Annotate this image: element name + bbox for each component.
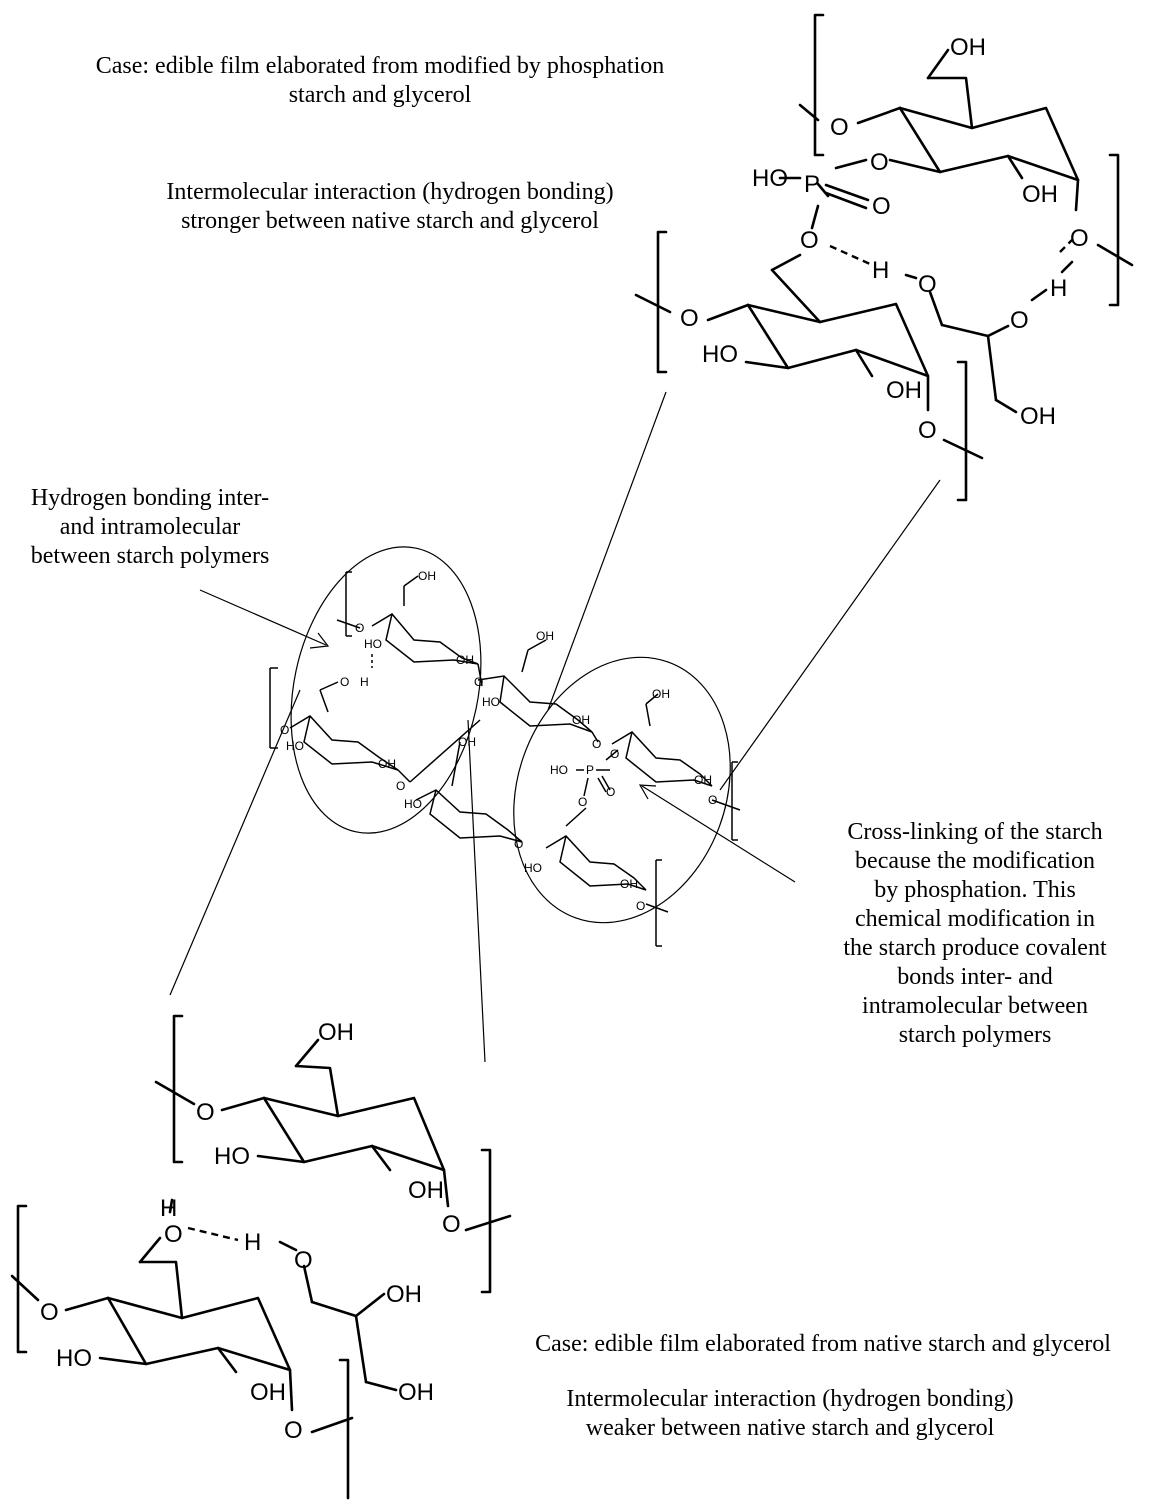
- atom-label: O: [284, 1417, 303, 1444]
- atom-label: O: [800, 227, 819, 254]
- atom-label: OH: [652, 687, 670, 701]
- caption-line: stronger between native starch and glyce…: [181, 208, 599, 234]
- caption-line: Cross-linking of the starch: [847, 819, 1103, 845]
- atom-label: O: [355, 621, 364, 635]
- arrow-hydrogen-bonding: [199, 589, 330, 649]
- atom-label: H: [360, 675, 369, 689]
- atom-label: O: [474, 675, 483, 689]
- atom-label: OH: [694, 773, 712, 787]
- crosslink-ellipse: [513, 656, 731, 924]
- atom-label: OH: [386, 1281, 422, 1308]
- atom-label: HO: [214, 1143, 250, 1170]
- atom-label: OH: [1020, 403, 1056, 430]
- caption-line: chemical modification in: [855, 906, 1095, 932]
- atom-label: HO: [286, 739, 304, 753]
- atom-label: OH: [886, 377, 922, 404]
- caption-line: because the modification: [855, 848, 1095, 874]
- caption-line: Intermolecular interaction (hydrogen bon…: [166, 179, 614, 205]
- atom-label: OH: [572, 713, 590, 727]
- atom-label: O: [340, 675, 349, 689]
- atom-label: HO: [550, 763, 568, 777]
- caption-phosphation-interaction: Intermolecular interaction (hydrogen bon…: [90, 178, 690, 236]
- atom-label: OH: [620, 877, 638, 891]
- atom-label: OH: [536, 629, 554, 643]
- atom-label: O: [1010, 307, 1029, 334]
- atom-label: O: [708, 793, 717, 807]
- atom-label: O: [396, 779, 405, 793]
- caption-cross-linking: Cross-linking of the starch because the …: [800, 818, 1150, 1050]
- atom-label: O: [40, 1299, 59, 1326]
- atom-label: OH: [456, 653, 474, 667]
- atom-label: O: [514, 837, 523, 851]
- caption-line: bonds inter- and: [897, 964, 1053, 990]
- phosphated-starch-structure: OH O O HO P O OH O O H O H O O HO OH OH …: [634, 13, 1134, 502]
- atom-label: O: [918, 417, 937, 444]
- atom-label: O: [442, 1211, 461, 1238]
- atom-label: O: [294, 1247, 313, 1274]
- atom-label: O: [680, 305, 699, 332]
- atom-label: H: [160, 1195, 177, 1222]
- atom-label: OH: [1022, 181, 1058, 208]
- caption-line: Case: edible film elaborated from modifi…: [95, 53, 665, 79]
- atom-label: O: [280, 723, 289, 737]
- atom-label: HO: [752, 165, 788, 192]
- central-structure: OH O HO OH O H O HO OH O OH O HO OH OH H…: [269, 546, 741, 947]
- caption-line: Intermolecular interaction (hydrogen bon…: [566, 1386, 1014, 1412]
- atom-label: OH: [408, 1177, 444, 1204]
- atom-label: HO: [524, 861, 542, 875]
- atom-label: H: [1050, 275, 1067, 302]
- caption-phosphation-case: Case: edible film elaborated from modifi…: [30, 52, 730, 110]
- atom-label: O: [606, 785, 615, 799]
- atom-label: OH: [378, 757, 396, 771]
- caption-native-case: Case: edible film elaborated from native…: [490, 1330, 1156, 1359]
- arrow-cross-linking: [638, 784, 796, 883]
- caption-line: weaker between native starch and glycero…: [585, 1415, 995, 1441]
- caption-line: between starch polymers: [30, 543, 270, 569]
- atom-label: OH: [250, 1379, 286, 1406]
- atom-label: O: [918, 271, 937, 298]
- atom-label: HO: [702, 341, 738, 368]
- caption-hydrogen-bonding: Hydrogen bonding inter- and intramolecul…: [0, 484, 300, 571]
- caption-line: the starch produce covalent: [843, 935, 1107, 961]
- hydrogen-bond-ellipse: [290, 546, 482, 834]
- caption-line: intramolecular between: [862, 993, 1088, 1019]
- caption-line: by phosphation. This: [874, 877, 1076, 903]
- caption-line: starch and glycerol: [288, 82, 472, 108]
- atom-label: H: [244, 1229, 261, 1256]
- atom-label: P: [804, 171, 820, 198]
- atom-label: HO: [404, 797, 422, 811]
- caption-native-interaction: Intermolecular interaction (hydrogen bon…: [510, 1385, 1070, 1443]
- atom-label: O: [164, 1221, 183, 1248]
- atom-label: HO: [364, 637, 382, 651]
- caption-line: and intramolecular: [59, 514, 241, 540]
- native-starch-structure: OH O HO OH O H O H O OH O HO OH OH O: [10, 1014, 512, 1500]
- atom-label: O: [830, 114, 849, 141]
- caption-line: Hydrogen bonding inter-: [30, 485, 270, 511]
- atom-label: O: [872, 193, 891, 220]
- caption-line: starch polymers: [898, 1022, 1052, 1048]
- atom-label: OH: [458, 735, 476, 749]
- atom-label: OH: [418, 569, 436, 583]
- atom-label: O: [578, 795, 587, 809]
- atom-label: O: [870, 149, 889, 176]
- atom-label: O: [610, 747, 619, 761]
- atom-label: H: [872, 257, 889, 284]
- atom-label: OH: [318, 1019, 354, 1046]
- atom-label: O: [196, 1099, 215, 1126]
- connector-lines: [169, 391, 941, 1063]
- atom-label: HO: [56, 1345, 92, 1372]
- atom-label: O: [592, 737, 601, 751]
- atom-label: HO: [482, 695, 500, 709]
- atom-label: OH: [398, 1379, 434, 1406]
- caption-line: Case: edible film elaborated from native…: [535, 1331, 1111, 1357]
- atom-label: OH: [950, 34, 986, 61]
- atom-label: P: [586, 763, 594, 777]
- atom-label: O: [636, 899, 645, 913]
- atom-label: O: [1070, 225, 1089, 252]
